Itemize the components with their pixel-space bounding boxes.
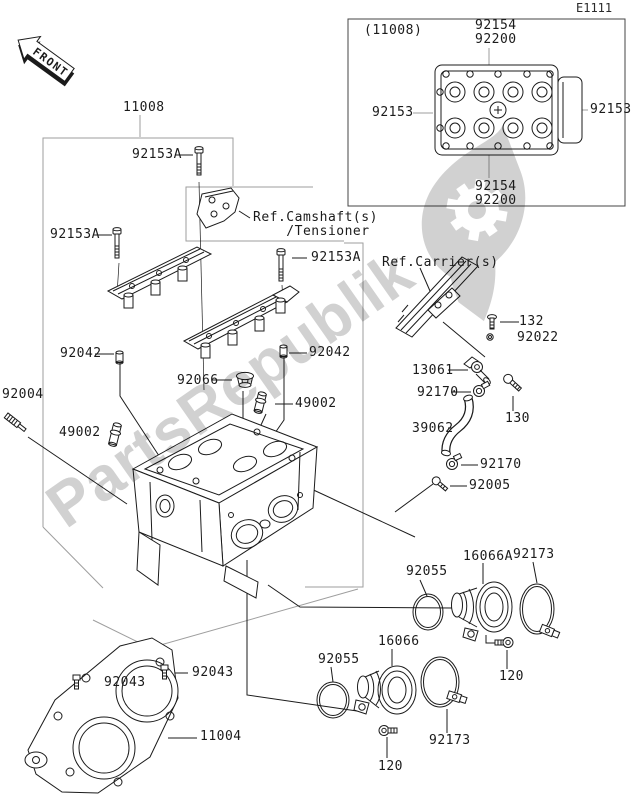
page-code: E1111 (576, 1, 613, 15)
part-callout-11008: 11008 (123, 100, 165, 115)
part-callout-92173-u: 92173 (513, 547, 555, 562)
bolt-92153a-1 (194, 146, 204, 176)
part-callout-92042-l: 92042 (60, 346, 102, 361)
hose-39062 (440, 394, 474, 457)
part-callout-120-u: 120 (499, 669, 524, 684)
part-callout-inset-left: 92153 (372, 105, 414, 120)
bolt-92153a-3 (276, 248, 286, 282)
bolt-92153a-2 (112, 227, 122, 259)
part-callout-ref-camshaft: Ref.Camshaft(s) /Tensioner (253, 210, 378, 239)
bolt-120-lower (378, 725, 398, 736)
part-callout-11004: 11004 (200, 729, 242, 744)
screw-92005 (431, 476, 449, 492)
stud-92043-left (72, 674, 81, 690)
part-callout-inset-ref: (11008) (364, 23, 423, 38)
part-callout-92043-r: 92043 (192, 665, 234, 680)
nut-92022 (486, 333, 494, 341)
stud-92043-right (160, 664, 169, 680)
holder-16066a (451, 581, 513, 642)
part-callout-92170-b: 92170 (480, 457, 522, 472)
dowel-92042-left (115, 350, 124, 365)
fitting-13061 (463, 356, 491, 385)
clamp-92173-upper (519, 583, 561, 639)
oring-92055-lower (316, 681, 350, 719)
bolt-132 (487, 314, 497, 330)
part-callout-inset-top: 92154 92200 (475, 18, 517, 47)
cap-92066 (236, 371, 254, 388)
inset-head-top-view (434, 64, 583, 156)
clamp-92170-lower (446, 452, 463, 470)
part-callout-92055-l: 92055 (318, 652, 360, 667)
part-callout-132: 132 (519, 314, 544, 329)
part-callout-92153a-2: 92153A (50, 227, 100, 242)
part-callout-120-l: 120 (378, 759, 403, 774)
cylinder-head-drawing (131, 413, 319, 599)
front-arrow: FRONT (17, 35, 75, 87)
part-callout-13061: 13061 (412, 363, 454, 378)
part-callout-49002-l: 49002 (59, 425, 101, 440)
part-callout-49002-r: 49002 (295, 396, 337, 411)
part-callout-92022: 92022 (517, 330, 559, 345)
part-callout-92005: 92005 (469, 478, 511, 493)
head-gasket-drawing (24, 637, 179, 794)
part-callout-92153a-3: 92153A (311, 250, 361, 265)
part-callout-92066: 92066 (177, 373, 219, 388)
screw-130 (503, 373, 523, 392)
part-callout-92043-l: 92043 (104, 675, 146, 690)
part-callout-inset-bottom: 92154 92200 (475, 179, 517, 208)
guide-49002-left (108, 422, 122, 447)
cam-carrier-lower (182, 285, 300, 359)
oring-92055-upper (412, 593, 444, 631)
leader-lines (27, 154, 538, 758)
cam-carrier-upper (106, 246, 213, 309)
guide-49002-right (253, 391, 267, 414)
part-callout-92042-r: 92042 (309, 345, 351, 360)
part-callout-130: 130 (505, 411, 530, 426)
clamp-92173-lower (420, 656, 468, 708)
part-callout-16066: 16066 (378, 634, 420, 649)
clamp-92170-upper (473, 380, 491, 397)
part-callout-92055-u: 92055 (406, 564, 448, 579)
camshaft-bracket (196, 187, 240, 229)
part-callout-inset-right: 92153 (590, 102, 631, 117)
part-callout-ref-carrier: Ref.Carrier(s) (382, 255, 499, 270)
part-callout-39062: 39062 (412, 421, 454, 436)
stud-92004 (3, 412, 27, 433)
holder-16066 (353, 665, 417, 715)
part-callout-92004: 92004 (2, 387, 44, 402)
dowel-92042-right (279, 344, 288, 359)
part-callout-92153a-1: 92153A (132, 147, 182, 162)
part-callout-92170-a: 92170 (417, 385, 459, 400)
part-callout-16066a: 16066A (463, 549, 513, 564)
part-callout-92173-l: 92173 (429, 733, 471, 748)
bolt-120-upper (494, 637, 514, 648)
